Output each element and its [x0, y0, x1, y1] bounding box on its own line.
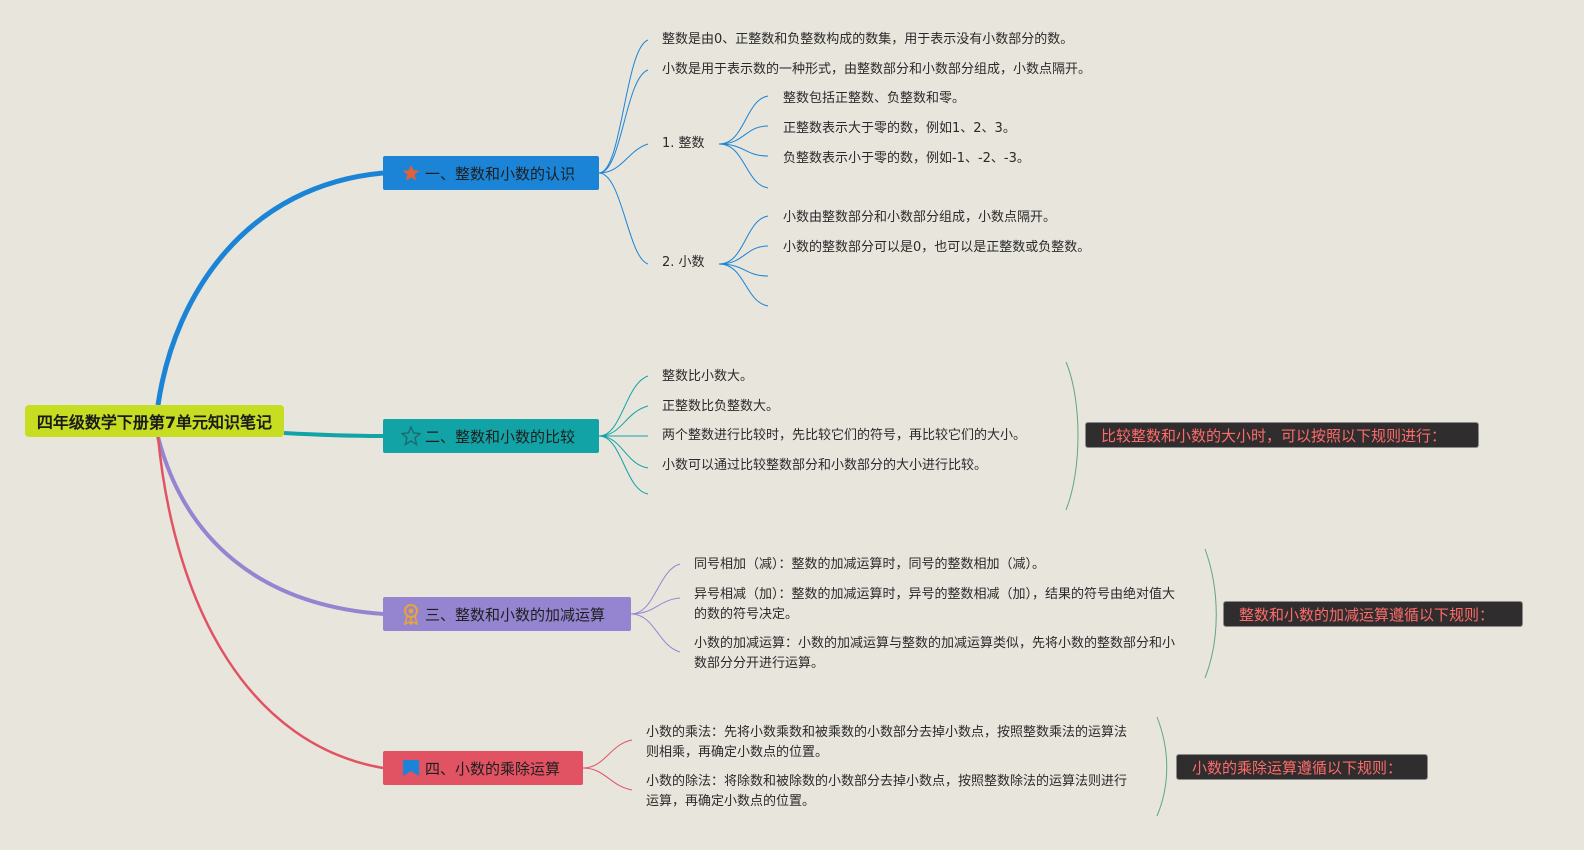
leaf-2-2[interactable]: 正整数比负整数大。 — [662, 399, 780, 414]
connectors-branch-4 — [582, 739, 633, 791]
leaf-1-1[interactable]: 整数是由0、正整数和负整数构成的数集，用于表示没有小数部分的数。 — [662, 32, 1074, 47]
leaf-4-1[interactable]: 小数的乘法：先将小数乘数和被乘数的小数部分去掉小数点，按照整数乘法的运算法则相乘… — [646, 725, 1128, 760]
subtopic-decimal[interactable]: 2. 小数 — [662, 255, 705, 270]
leaf-1-4-1[interactable]: 小数由整数部分和小数部分组成，小数点隔开。 — [783, 210, 1057, 225]
summary-4[interactable]: 小数的乘除运算遵循以下规则： — [1176, 754, 1428, 780]
branch-topic-4-label: 四、小数的乘除运算 — [425, 759, 561, 778]
branch-topic-4[interactable]: 四、小数的乘除运算 — [383, 751, 583, 785]
branch-topic-1-label: 一、整数和小数的认识 — [425, 164, 576, 183]
summary-4-label: 小数的乘除运算遵循以下规则： — [1192, 758, 1403, 777]
leaf-2-1[interactable]: 整数比小数大。 — [662, 369, 754, 384]
leaf-1-2[interactable]: 小数是用于表示数的一种形式，由整数部分和小数部分组成，小数点隔开。 — [662, 62, 1092, 77]
flag-icon — [401, 758, 421, 778]
award-icon — [401, 604, 421, 625]
branch-topic-3-label: 三、整数和小数的加减运算 — [425, 605, 606, 624]
star-icon — [401, 163, 421, 183]
summary-3-label: 整数和小数的加减运算遵循以下规则： — [1239, 605, 1495, 624]
leaf-2-3[interactable]: 两个整数进行比较时，先比较它们的符号，再比较它们的大小。 — [662, 428, 1027, 443]
subtopic-integer[interactable]: 1. 整数 — [662, 136, 705, 151]
branch-topic-2[interactable]: 二、整数和小数的比较 — [383, 419, 599, 453]
root-topic[interactable]: 四年级数学下册第7单元知识笔记 — [25, 405, 284, 437]
branch-topic-2-label: 二、整数和小数的比较 — [425, 427, 576, 446]
leaf-1-3-2[interactable]: 正整数表示大于零的数，例如1、2、3。 — [783, 121, 1016, 136]
connector-root-b1 — [155, 170, 384, 406]
branch-topic-1[interactable]: 一、整数和小数的认识 — [383, 156, 599, 190]
leaf-1-3-1[interactable]: 整数包括正整数、负整数和零。 — [783, 91, 966, 106]
connector-root-b2 — [283, 431, 384, 438]
leaf-4-2[interactable]: 小数的除法：将除数和被除数的小数部分去掉小数点，按照整数除法的运算法则进行运算，… — [646, 774, 1128, 809]
connector-root-b4 — [156, 436, 384, 770]
connector-root-b3 — [156, 436, 384, 616]
root-topic-label: 四年级数学下册第7单元知识笔记 — [36, 413, 273, 432]
leaf-3-1[interactable]: 同号相加（减）：整数的加减运算时，同号的整数相加（减）。 — [694, 557, 1046, 572]
star-outline-icon — [401, 425, 421, 446]
leaf-3-2[interactable]: 异号相减（加）：整数的加减运算时，异号的整数相减（加），结果的符号由绝对值大的数… — [694, 587, 1176, 622]
connectors-branch-2 — [598, 375, 649, 495]
connectors-branch-3 — [630, 563, 681, 653]
leaf-2-4[interactable]: 小数可以通过比较整数部分和小数部分的大小进行比较。 — [662, 458, 988, 473]
leaf-1-3-3[interactable]: 负整数表示小于零的数，例如-1、-2、-3。 — [783, 151, 1030, 166]
summary-2-label: 比较整数和小数的大小时，可以按照以下规则进行： — [1101, 426, 1447, 445]
summary-brackets — [1065, 361, 1217, 817]
summary-3[interactable]: 整数和小数的加减运算遵循以下规则： — [1223, 601, 1523, 627]
summary-2[interactable]: 比较整数和小数的大小时，可以按照以下规则进行： — [1085, 422, 1479, 448]
branch-topic-3[interactable]: 三、整数和小数的加减运算 — [383, 597, 631, 631]
leaf-1-4-2[interactable]: 小数的整数部分可以是0，也可以是正整数或负整数。 — [783, 240, 1091, 255]
connectors-branch-1 — [598, 39, 769, 307]
leaf-3-3[interactable]: 小数的加减运算：小数的加减运算与整数的加减运算类似，先将小数的整数部分和小数部分… — [694, 636, 1176, 671]
